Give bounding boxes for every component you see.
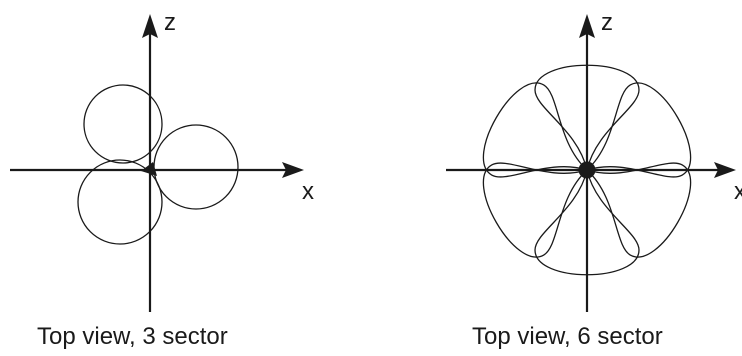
diagram-6-sector: z x Top view, 6 sector — [446, 9, 742, 350]
diagram-3-sector: z x Top view, 3 sector — [10, 9, 314, 350]
sector-lobe-2 — [153, 124, 239, 210]
sector-lobes — [482, 64, 692, 276]
sector-lobe-3 — [77, 159, 163, 245]
sector-lobe-1 — [83, 84, 163, 164]
x-axis-label: x — [734, 178, 742, 205]
z-axis-arrowhead — [142, 14, 158, 38]
diagram-caption: Top view, 3 sector — [37, 323, 228, 350]
z-axis-label: z — [164, 9, 176, 36]
z-axis-arrowhead — [579, 14, 595, 38]
sector-lobe-6 — [482, 82, 588, 178]
sector-lobe-4 — [534, 169, 640, 276]
diagram-caption: Top view, 6 sector — [472, 323, 663, 350]
x-axis-arrowhead — [714, 162, 736, 178]
sector-lobe-5 — [482, 162, 588, 258]
sector-lobe-3 — [586, 162, 692, 258]
x-axis — [10, 162, 304, 178]
origin-marker — [141, 162, 157, 176]
sector-lobe-1 — [534, 64, 640, 171]
x-axis-arrowhead — [282, 162, 304, 178]
origin-marker — [578, 161, 596, 179]
sector-lobe-2 — [586, 82, 692, 178]
z-axis — [142, 14, 158, 312]
z-axis-label: z — [601, 9, 613, 36]
x-axis-label: x — [302, 178, 314, 205]
